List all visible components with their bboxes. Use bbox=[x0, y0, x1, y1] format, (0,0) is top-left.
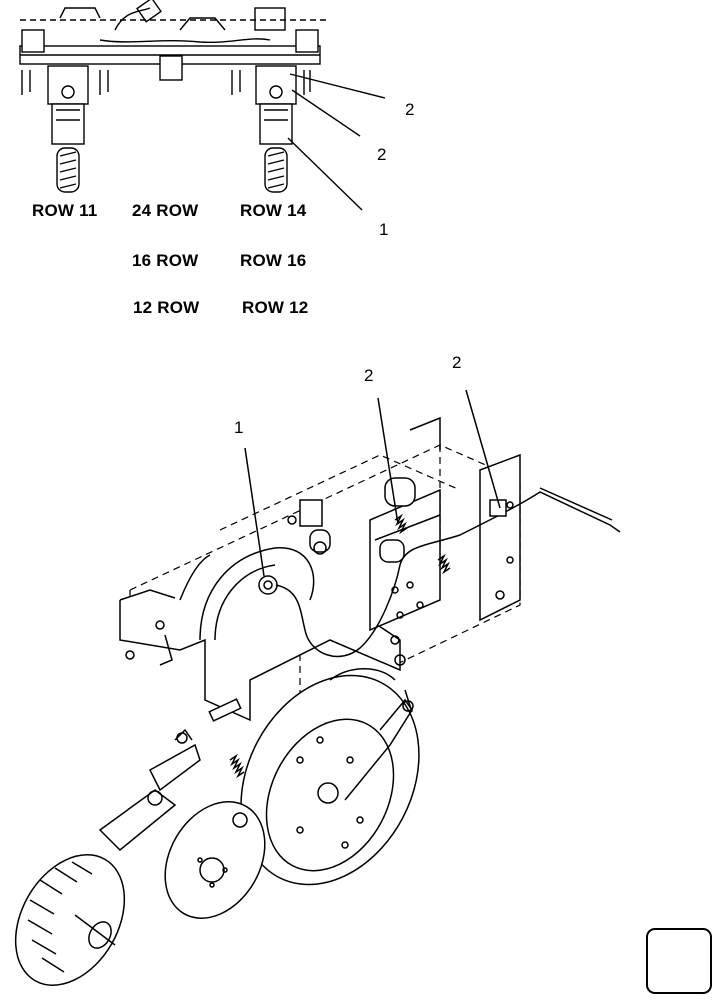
callout-main-1: 1 bbox=[234, 418, 244, 437]
callout-top-2a: 2 bbox=[405, 100, 415, 119]
row-label-row-11: ROW 11 bbox=[32, 201, 98, 220]
row-label-12-row: 12 ROW bbox=[133, 298, 200, 317]
row-label-row-12: ROW 12 bbox=[242, 298, 309, 317]
callout-top-1: 1 bbox=[379, 220, 389, 239]
top-view-illustration bbox=[19, 0, 386, 211]
row-label-row-16: ROW 16 bbox=[240, 251, 307, 270]
callout-top-2b: 2 bbox=[377, 145, 387, 164]
row-unit-illustration bbox=[14, 389, 621, 986]
row-label-16-row: 16 ROW bbox=[132, 251, 199, 270]
row-label-row-14: ROW 14 bbox=[240, 201, 307, 220]
row-label-24-row: 24 ROW bbox=[132, 201, 199, 220]
next-page-button[interactable] bbox=[646, 928, 712, 994]
callout-main-2a: 2 bbox=[364, 366, 374, 385]
callout-main-2b: 2 bbox=[452, 353, 462, 372]
